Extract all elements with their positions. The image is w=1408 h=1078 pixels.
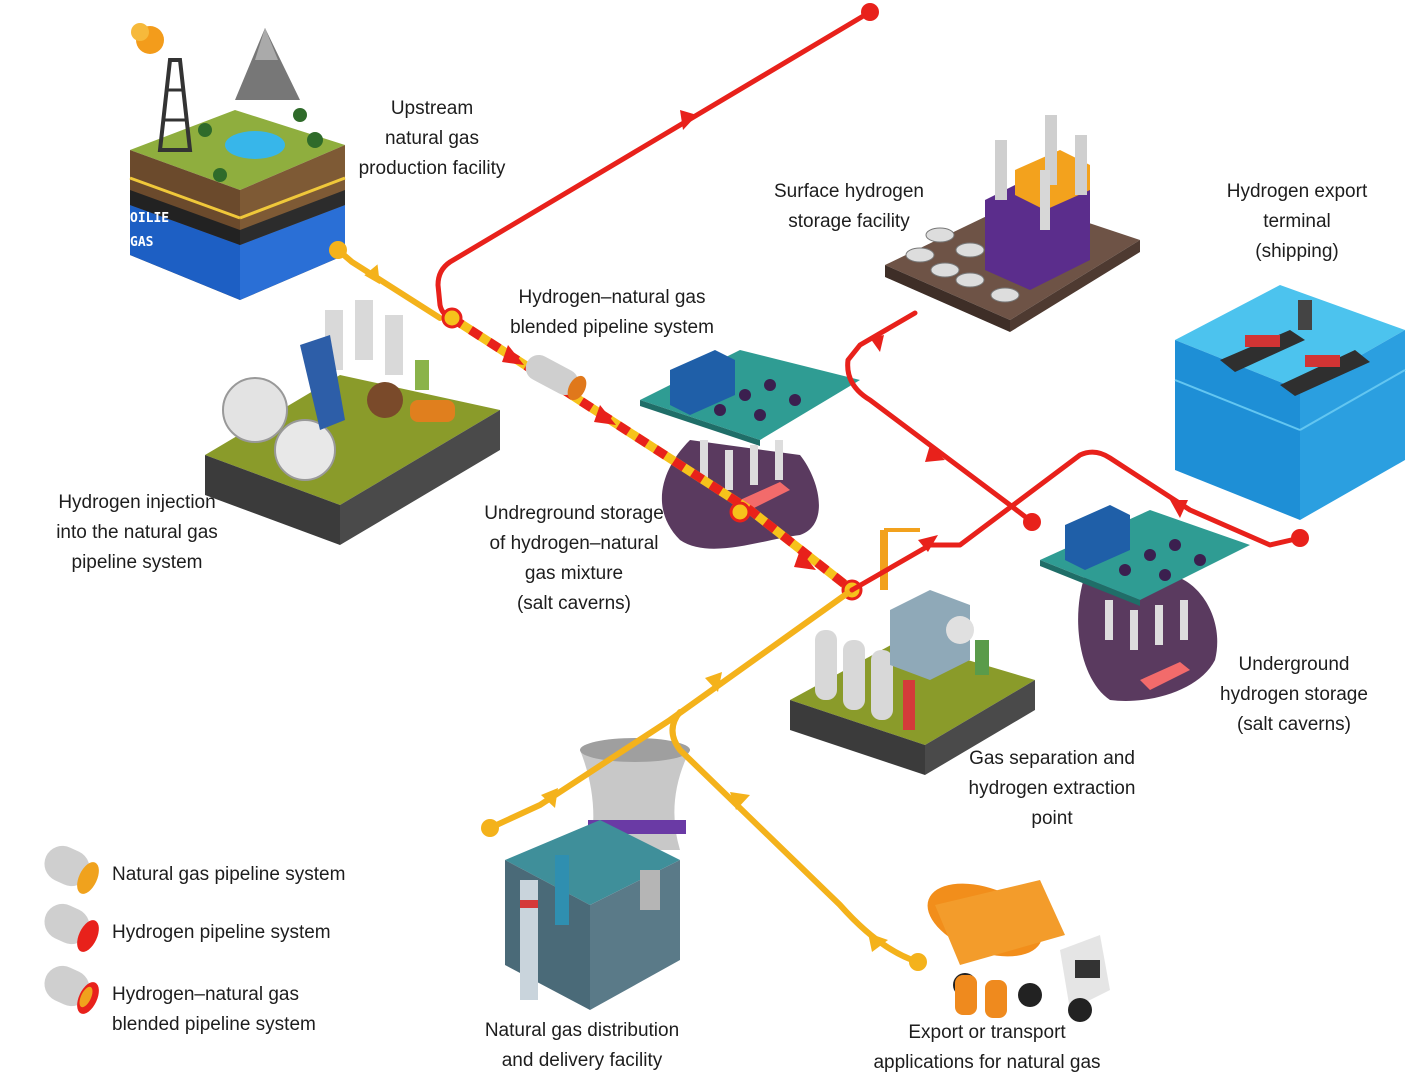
label-line: applications for natural gas bbox=[873, 1052, 1101, 1073]
natural-gas-pipeline-upstream bbox=[335, 247, 443, 321]
label-line: (salt caverns) bbox=[1236, 714, 1352, 735]
natural-gas-pipe-icon bbox=[44, 845, 99, 894]
label-line: blended pipeline system bbox=[510, 317, 714, 338]
label-line: terminal bbox=[1263, 211, 1331, 232]
blended-pipe-icon bbox=[44, 965, 99, 1014]
distribution-facility-icon bbox=[505, 738, 690, 1010]
label-distribution: Natural gas distribution and delivery fa… bbox=[485, 1016, 679, 1076]
label-line: storage facility bbox=[788, 211, 910, 232]
label-line: Natural gas distribution bbox=[484, 1020, 680, 1041]
well-sign-text-2: GAS bbox=[130, 235, 154, 250]
label-line: of hydrogen–natural bbox=[489, 533, 659, 554]
label-separation: Gas separation and hydrogen extraction p… bbox=[969, 744, 1136, 834]
label-line: Hydrogen–natural gas bbox=[518, 287, 706, 308]
legend-line: Natural gas pipeline system bbox=[112, 864, 346, 885]
label-line: hydrogen extraction bbox=[968, 778, 1136, 799]
label-line: Underground bbox=[1238, 654, 1350, 675]
label-line: into the natural gas bbox=[56, 522, 218, 543]
label-export-transport: Export or transport applications for nat… bbox=[873, 1018, 1100, 1078]
legend-item-hydrogen: Hydrogen pipeline system bbox=[112, 918, 331, 948]
legend-line: blended pipeline system bbox=[112, 1014, 316, 1035]
hydrogen-export-terminal-icon bbox=[1174, 285, 1406, 520]
surface-hydrogen-storage-facility-icon bbox=[885, 115, 1140, 332]
label-upstream: Upstream natural gas production facility bbox=[359, 94, 506, 184]
label-injection: Hydrogen injection into the natural gas … bbox=[56, 488, 218, 578]
label-underground-hydrogen: Underground hydrogen storage (salt caver… bbox=[1220, 650, 1368, 740]
legend-label: Natural gas pipeline system bbox=[112, 860, 345, 890]
legend-line: Hydrogen pipeline system bbox=[112, 922, 331, 943]
legend-label: Hydrogen–natural gas blended pipeline sy… bbox=[112, 980, 316, 1040]
label-line: natural gas bbox=[384, 128, 480, 149]
legend-item-natural-gas: Natural gas pipeline system bbox=[112, 860, 345, 890]
label-line: Hydrogen export bbox=[1226, 181, 1368, 202]
label-line: Upstream bbox=[390, 98, 474, 119]
hydrogen-pipeline-outlet bbox=[849, 449, 1303, 593]
label-line: (salt caverns) bbox=[516, 593, 632, 614]
label-line: hydrogen storage bbox=[1220, 684, 1368, 705]
label-export-terminal: Hydrogen export terminal (shipping) bbox=[1227, 177, 1367, 267]
export-transport-truck-icon bbox=[927, 880, 1110, 1022]
legend-item-blended: Hydrogen–natural gas blended pipeline sy… bbox=[112, 980, 316, 1040]
label-line: and delivery facility bbox=[501, 1050, 663, 1071]
label-line: point bbox=[1031, 808, 1073, 829]
label-line: Undreground storage bbox=[484, 503, 664, 524]
label-line: Export or transport bbox=[908, 1022, 1066, 1043]
hydrogen-injection-facility-icon bbox=[205, 300, 500, 545]
label-line: Surface hydrogen bbox=[774, 181, 924, 202]
label-line: (shipping) bbox=[1255, 241, 1339, 262]
upstream-production-facility-icon: OILIE GAS bbox=[129, 23, 346, 300]
blended-pipe-segment-icon bbox=[525, 354, 587, 401]
label-surface-storage: Surface hydrogen storage facility bbox=[774, 177, 924, 237]
gas-separation-facility-icon bbox=[790, 528, 1035, 775]
hydrogen-pipe-icon bbox=[44, 903, 99, 952]
legend-line: Hydrogen–natural gas bbox=[112, 984, 299, 1005]
label-line: Gas separation and bbox=[969, 748, 1135, 769]
natural-gas-pipeline-delivery bbox=[487, 587, 855, 831]
label-line: gas mixture bbox=[524, 563, 624, 584]
label-underground-mixture: Undreground storage of hydrogen–natural … bbox=[484, 499, 664, 619]
label-line: Hydrogen injection bbox=[58, 492, 216, 513]
label-line: production facility bbox=[358, 158, 506, 179]
label-blended-system: Hydrogen–natural gas blended pipeline sy… bbox=[510, 283, 714, 343]
well-sign-text-1: OILIE bbox=[130, 211, 169, 226]
legend-label: Hydrogen pipeline system bbox=[112, 918, 331, 948]
underground-hydrogen-storage-icon bbox=[1040, 505, 1250, 701]
underground-mixture-storage-icon bbox=[640, 350, 860, 549]
label-line: pipeline system bbox=[71, 552, 203, 573]
